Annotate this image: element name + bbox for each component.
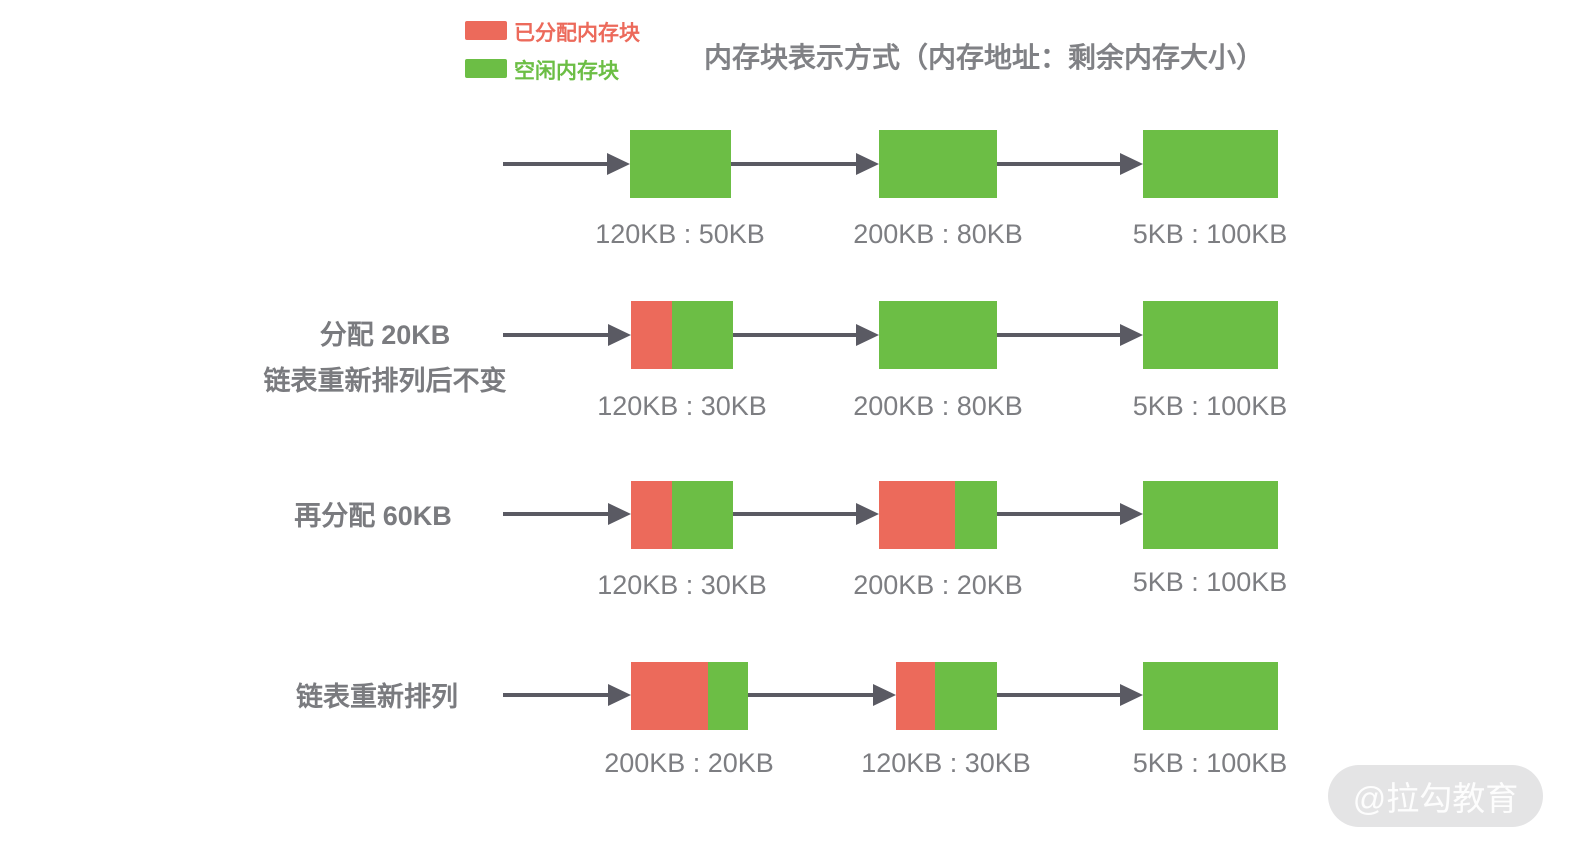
- row2-caption: 分配 20KB 链表重新排列后不变: [240, 312, 530, 404]
- arrow-head-icon: [1120, 684, 1143, 706]
- memory-block-row3-1: [631, 481, 733, 549]
- legend-free-swatch: [465, 59, 507, 78]
- arrow-row4-lead: [503, 684, 631, 706]
- arrow-shaft: [731, 162, 859, 166]
- arrow-shaft: [503, 693, 611, 697]
- block-label: 5KB : 100KB: [1132, 748, 1288, 778]
- row3-caption-line1: 再分配 60KB: [294, 501, 452, 531]
- allocated-segment: [879, 481, 955, 549]
- arrow-shaft: [997, 333, 1123, 337]
- memory-block-row3-3: [1143, 481, 1278, 549]
- allocated-segment: [631, 662, 708, 730]
- arrow-head-icon: [856, 324, 879, 346]
- arrow-shaft: [997, 512, 1123, 516]
- row2-caption-line2: 链表重新排列后不变: [263, 366, 507, 396]
- block-label: 200KB : 20KB: [853, 570, 1023, 600]
- row4-caption-line1: 链表重新排列: [296, 682, 458, 712]
- arrow-shaft: [733, 333, 859, 337]
- arrow-shaft: [748, 693, 876, 697]
- block-label: 5KB : 100KB: [1132, 391, 1288, 421]
- row3-caption: 再分配 60KB: [228, 493, 518, 539]
- arrow-head-icon: [1120, 503, 1143, 525]
- memory-block-row4-1: [631, 662, 748, 730]
- arrow-shaft: [503, 333, 611, 337]
- memory-block-row4-3: [1143, 662, 1278, 730]
- diagram-title: 内存块表示方式（内存地址：剩余内存大小）: [704, 42, 1265, 73]
- allocated-segment: [631, 301, 672, 369]
- arrow-row4-3: [997, 684, 1143, 706]
- free-segment: [1143, 481, 1278, 549]
- legend-allocated-label: 已分配内存块: [514, 22, 640, 45]
- block-label: 120KB : 30KB: [861, 748, 1031, 778]
- arrow-shaft: [503, 512, 611, 516]
- arrow-row2-2: [733, 324, 879, 346]
- arrow-head-icon: [608, 324, 631, 346]
- allocated-segment: [631, 481, 672, 549]
- free-segment: [672, 481, 733, 549]
- arrow-row3-lead: [503, 503, 631, 525]
- legend-allocated-swatch: [465, 21, 507, 40]
- memory-block-row3-2: [879, 481, 997, 549]
- memory-block-row1-1: [630, 130, 731, 198]
- memory-block-row4-2: [896, 662, 997, 730]
- block-label: 200KB : 20KB: [604, 748, 774, 778]
- arrow-shaft: [997, 693, 1123, 697]
- block-label: 200KB : 80KB: [853, 219, 1023, 249]
- block-label: 200KB : 80KB: [853, 391, 1023, 421]
- row2-caption-line1: 分配 20KB: [319, 320, 451, 350]
- arrow-head-icon: [856, 503, 879, 525]
- arrow-row3-2: [733, 503, 879, 525]
- free-segment: [708, 662, 748, 730]
- arrow-head-icon: [856, 153, 879, 175]
- block-label: 120KB : 30KB: [597, 391, 767, 421]
- memory-block-row2-3: [1143, 301, 1278, 369]
- allocated-segment: [896, 662, 935, 730]
- free-segment: [1143, 301, 1278, 369]
- arrow-shaft: [997, 162, 1123, 166]
- watermark-badge: @拉勾教育: [1328, 765, 1543, 827]
- watermark-text: @拉勾教育: [1352, 780, 1519, 817]
- free-segment: [1143, 130, 1278, 198]
- arrow-row1-lead: [503, 153, 630, 175]
- block-label: 5KB : 100KB: [1132, 219, 1288, 249]
- arrow-head-icon: [1120, 153, 1143, 175]
- memory-block-row1-3: [1143, 130, 1278, 198]
- memory-block-row2-1: [631, 301, 733, 369]
- arrow-head-icon: [608, 503, 631, 525]
- memory-block-row2-2: [879, 301, 997, 369]
- block-label: 120KB : 30KB: [597, 570, 767, 600]
- arrow-row3-3: [997, 503, 1143, 525]
- arrow-head-icon: [607, 153, 630, 175]
- arrow-row2-3: [997, 324, 1143, 346]
- block-label: 120KB : 50KB: [595, 219, 765, 249]
- arrow-row1-2: [731, 153, 879, 175]
- row4-caption: 链表重新排列: [232, 674, 522, 720]
- free-segment: [879, 301, 997, 369]
- memory-block-row1-2: [879, 130, 997, 198]
- free-segment: [955, 481, 997, 549]
- free-segment: [935, 662, 997, 730]
- arrow-shaft: [503, 162, 610, 166]
- arrow-row4-2: [748, 684, 896, 706]
- block-label: 5KB : 100KB: [1132, 567, 1288, 597]
- arrow-shaft: [733, 512, 859, 516]
- free-segment: [630, 130, 731, 198]
- arrow-head-icon: [873, 684, 896, 706]
- arrow-row2-lead: [503, 324, 631, 346]
- free-segment: [672, 301, 733, 369]
- arrow-head-icon: [1120, 324, 1143, 346]
- arrow-row1-3: [997, 153, 1143, 175]
- arrow-head-icon: [608, 684, 631, 706]
- free-segment: [1143, 662, 1278, 730]
- legend-free-label: 空闲内存块: [514, 60, 619, 83]
- free-segment: [879, 130, 997, 198]
